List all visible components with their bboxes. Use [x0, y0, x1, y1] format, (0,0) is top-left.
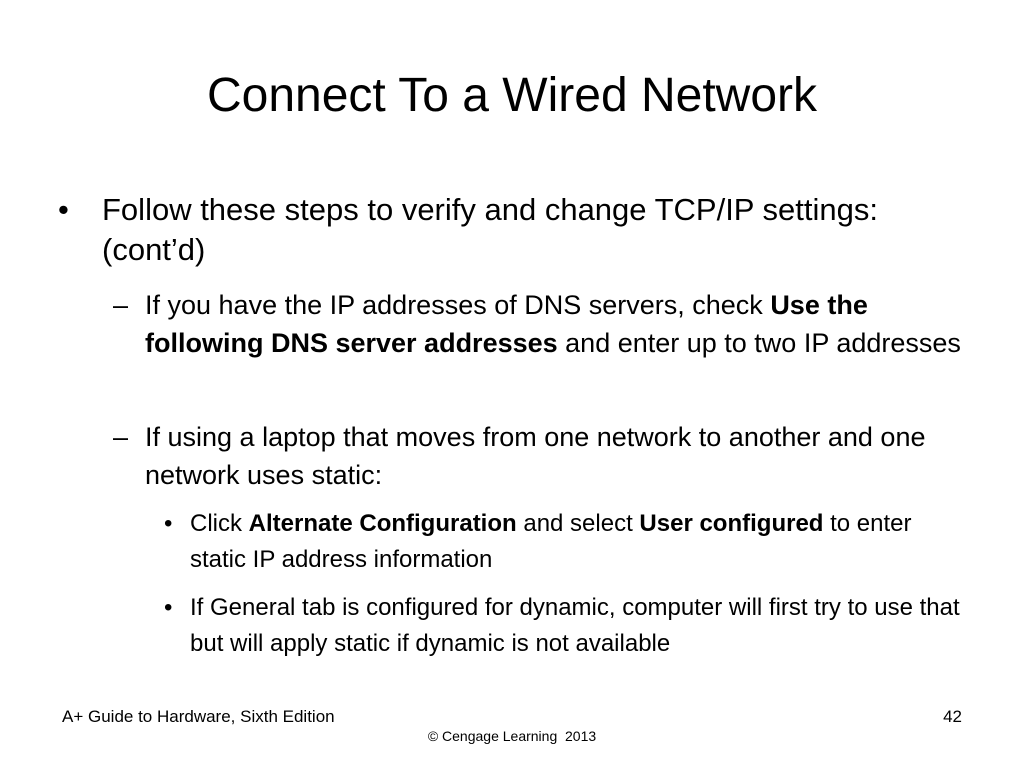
page-number: 42 [943, 707, 962, 726]
text-segment: If you have the IP addresses of DNS serv… [145, 290, 771, 320]
copyright-notice: © Cengage Learning 2013 [427, 728, 597, 744]
sub-bullet-text: If you have the IP addresses of DNS serv… [145, 286, 973, 362]
bold-text: Use the following DNS server addresses [145, 290, 868, 358]
sub-sub-bullet-text: Click Alternate Configuration and select… [190, 506, 964, 578]
text-segment: to enter static IP address information [190, 510, 912, 573]
dash-marker: – [113, 290, 129, 320]
text-segment: and select [516, 510, 640, 537]
text-segment: Click [190, 510, 249, 537]
sub-bullet-item: – If using a laptop that moves from one … [113, 418, 973, 494]
sub-bullet-text: If using a laptop that moves from one ne… [145, 422, 926, 490]
bullet-item: • Follow these steps to verify and chang… [58, 190, 918, 270]
bullet-marker: • [164, 510, 173, 537]
bullet-text: Follow these steps to verify and change … [102, 192, 878, 267]
bullet-marker: • [164, 594, 173, 621]
dash-marker: – [113, 422, 129, 452]
footer-book-title: A+ Guide to Hardware, Sixth Edition [62, 707, 335, 726]
bold-text: Alternate Configuration [248, 510, 517, 537]
sub-sub-bullet-item: • Click Alternate Configuration and sele… [164, 506, 964, 578]
slide-title: Connect To a Wired Network [206, 69, 818, 122]
sub-sub-bullet-text: If General tab is configured for dynamic… [190, 594, 960, 657]
bullet-marker: • [58, 192, 69, 227]
text-segment: and enter up to two IP addresses [557, 328, 961, 358]
sub-bullet-item: – If you have the IP addresses of DNS se… [113, 286, 973, 362]
bold-text: User configured [639, 510, 824, 537]
sub-sub-bullet-item: • If General tab is configured for dynam… [164, 590, 964, 662]
